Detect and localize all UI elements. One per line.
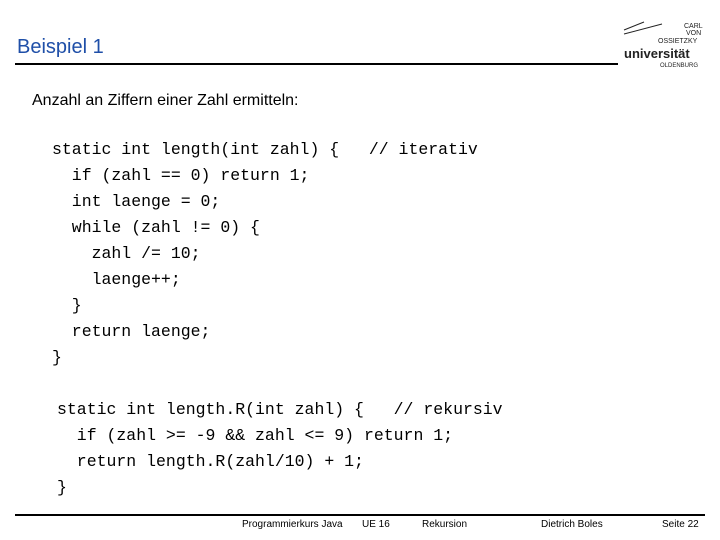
code-line: } — [57, 478, 67, 497]
title-divider — [15, 63, 618, 65]
code-line: if (zahl == 0) return 1; — [52, 166, 310, 185]
logo-line-carl: CARL — [684, 23, 703, 30]
code-line: static int length.R(int zahl) { // rekur… — [57, 400, 503, 419]
logo-city: OLDENBURG — [660, 63, 698, 69]
code-line: } — [52, 296, 82, 315]
footer-author: Dietrich Boles — [541, 519, 603, 530]
code-line: return laenge; — [52, 322, 211, 341]
code-block-recursive: static int length.R(int zahl) { // rekur… — [57, 397, 503, 501]
code-line: static int length(int zahl) { // iterati… — [52, 140, 478, 159]
code-line: laenge++; — [52, 270, 181, 289]
logo-main: universität — [624, 46, 690, 61]
code-line: zahl /= 10; — [52, 244, 201, 263]
footer-page-number: Seite 22 — [662, 519, 699, 530]
code-line: } — [52, 348, 62, 367]
footer-divider — [15, 514, 705, 516]
code-line: if (zahl >= -9 && zahl <= 9) return 1; — [57, 426, 454, 445]
logo-line-ossietzky: OSSIETZKY — [658, 38, 698, 45]
slide-title: Beispiel 1 — [17, 36, 104, 58]
code-line: while (zahl != 0) { — [52, 218, 260, 237]
footer-unit: UE 16 — [362, 519, 390, 530]
footer-course: Programmierkurs Java — [242, 519, 343, 530]
footer-topic: Rekursion — [422, 519, 468, 530]
logo-line-von: VON — [686, 30, 701, 37]
code-line: return length.R(zahl/10) + 1; — [57, 452, 364, 471]
university-logo: CARL VON OSSIETZKY universität OLDENBURG — [622, 20, 704, 70]
code-block-iterative: static int length(int zahl) { // iterati… — [52, 137, 478, 371]
slide-subtitle: Anzahl an Ziffern einer Zahl ermitteln: — [32, 92, 299, 109]
code-line: int laenge = 0; — [52, 192, 221, 211]
